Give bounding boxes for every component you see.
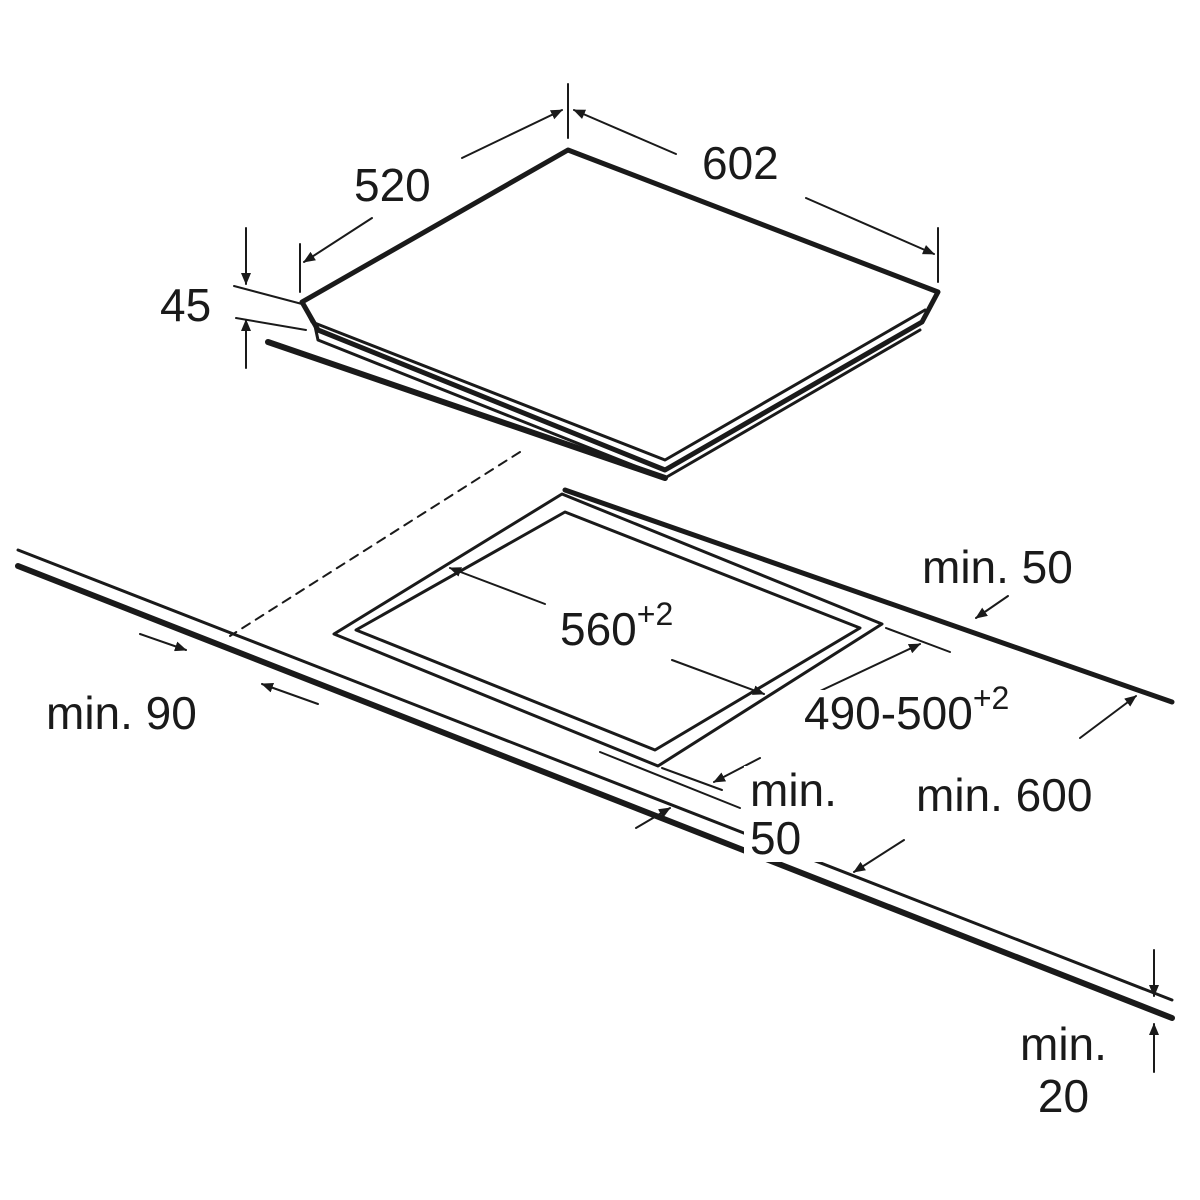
cutout-width-value: 560 — [560, 603, 637, 655]
label-hob-width: 602 — [696, 140, 785, 186]
dimension-hob-width — [573, 109, 939, 283]
dimension-counter-depth — [853, 695, 1137, 873]
cutout-outline — [332, 492, 884, 768]
dimension-cutout-width — [449, 567, 765, 695]
label-left-clearance: min. 90 — [46, 687, 197, 739]
front-clearance-extension — [599, 751, 741, 809]
alignment-dashed-line — [229, 451, 521, 637]
arrow-front-clearance — [635, 807, 671, 829]
dimension-left-clearance — [139, 633, 319, 705]
label-front-clearance: min.50 — [744, 766, 843, 862]
worktop-thickness-line1: min. — [1020, 1018, 1107, 1070]
worktop-thickness-line2: 20 — [1037, 1070, 1090, 1122]
arrow-rear-clearance — [975, 595, 1009, 619]
label-rear-clearance: min. 50 — [922, 541, 1073, 593]
worktop-edges — [15, 487, 1175, 1021]
cutout-width-tolerance: +2 — [636, 596, 674, 632]
label-worktop-thickness: min.20 — [1020, 1018, 1107, 1122]
label-cutout-depth: 490-500+2 — [798, 682, 1016, 739]
label-hob-depth: 520 — [348, 162, 437, 208]
dimension-hob-height — [233, 227, 307, 369]
label-hob-height: 45 — [160, 279, 212, 331]
cutout-depth-tolerance: +2 — [972, 680, 1010, 716]
cutout-depth-value: 490-500 — [804, 687, 973, 739]
front-clearance-line2: 50 — [750, 812, 802, 864]
label-cutout-width: 560+2 — [554, 598, 680, 655]
hob-outline — [265, 147, 941, 481]
dimension-cutout-depth — [661, 627, 951, 791]
label-counter-depth: min. 600 — [910, 772, 1099, 818]
front-clearance-line1: min. — [750, 764, 837, 816]
dimension-hob-depth — [299, 83, 569, 293]
